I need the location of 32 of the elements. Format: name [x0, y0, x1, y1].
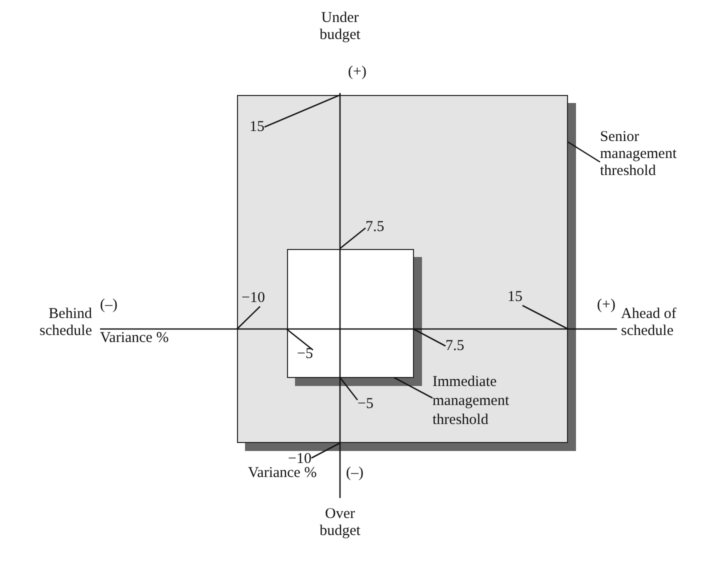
tick-value: −10 [288, 451, 312, 468]
sign-label: (+) [348, 64, 366, 81]
leader-line [339, 377, 358, 400]
threshold-label: Senior management threshold [600, 129, 690, 180]
tick-value: 15 [250, 118, 264, 136]
sign-label: (–) [100, 297, 118, 314]
leader-line [311, 442, 340, 459]
leader-line [236, 306, 260, 330]
axis-title: Under budget [318, 10, 362, 44]
threshold-label: Immediate management threshold [432, 372, 532, 430]
tick-value: −5 [358, 396, 374, 412]
tick-value: 15 [508, 288, 522, 306]
axis-unit-label: Variance % [248, 465, 317, 482]
axis-unit-label: Variance % [100, 330, 169, 347]
axis-title: Over budget [318, 506, 362, 540]
leader-line [264, 94, 340, 128]
tick-value: 7.5 [366, 218, 384, 236]
leader-line [568, 141, 600, 163]
axis-title: Behind schedule [38, 306, 92, 340]
sign-label: (–) [346, 465, 364, 482]
leader-line [394, 376, 433, 399]
senior-threshold-box [237, 95, 568, 443]
sign-label: (+) [597, 297, 616, 314]
axis-title: Ahead of schedule [621, 306, 678, 340]
leader-line [340, 228, 366, 249]
leader-line [286, 328, 314, 350]
leader-line [413, 328, 446, 347]
tick-value: 7.5 [446, 338, 464, 354]
immediate-threshold-box [286, 248, 414, 378]
tick-value: −10 [242, 290, 265, 306]
tick-value: −5 [297, 346, 313, 363]
leader-line [522, 304, 568, 330]
